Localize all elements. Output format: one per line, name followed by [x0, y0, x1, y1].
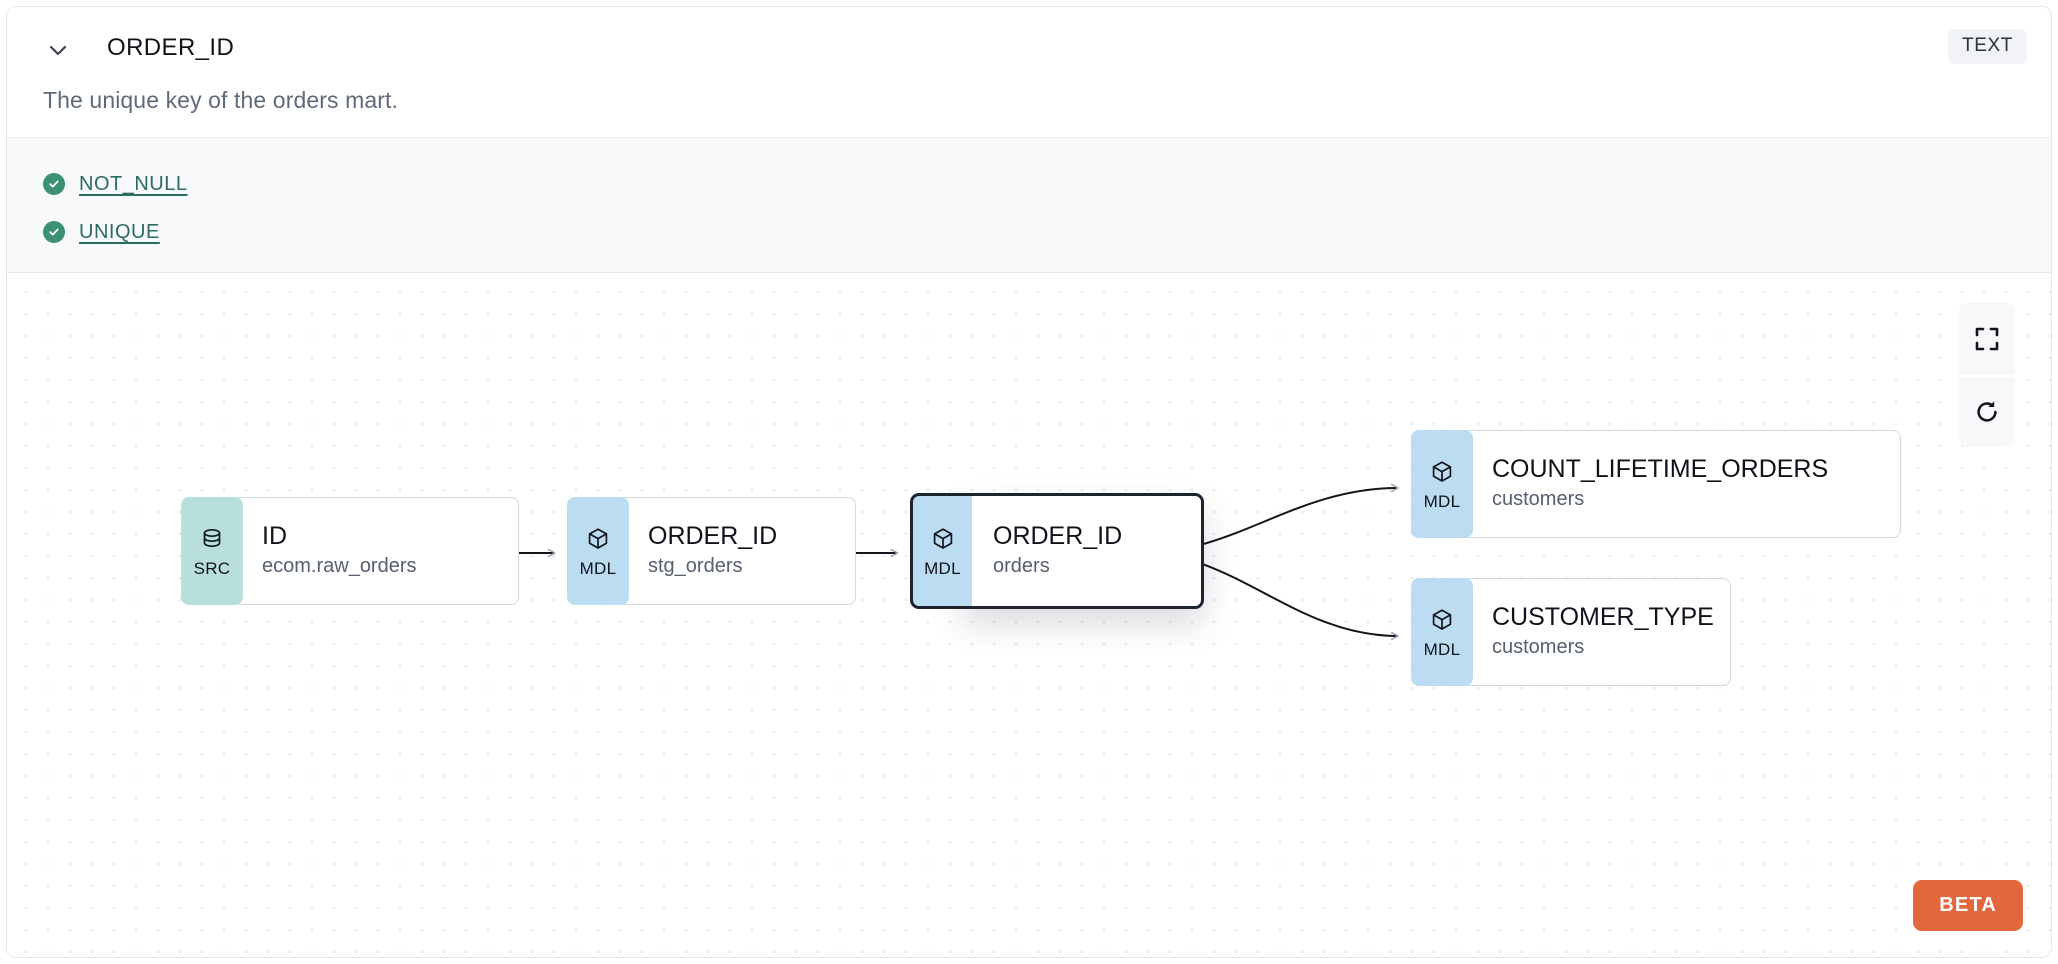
- node-body: ID ecom.raw_orders: [233, 497, 519, 605]
- node-model-name: customers: [1492, 488, 1585, 511]
- node-model-name: orders: [993, 555, 1050, 578]
- node-badge-mdl: MDL: [567, 497, 629, 605]
- node-badge-label: SRC: [193, 559, 231, 578]
- canvas-controls: [1959, 303, 2015, 447]
- node-body: COUNT_LIFETIME_ORDERS customers: [1463, 430, 1901, 538]
- lineage-edges: [458, 483, 1399, 641]
- column-type-badge: TEXT: [1948, 29, 2027, 64]
- cube-icon: [584, 525, 612, 558]
- column-description: The unique key of the orders mart.: [43, 87, 398, 113]
- node-column-name: ID: [262, 521, 287, 550]
- cube-icon: [1428, 458, 1456, 491]
- test-link-unique[interactable]: UNIQUE: [79, 220, 160, 243]
- cube-icon: [1428, 606, 1456, 639]
- lineage-canvas[interactable]: SRC ID ecom.raw_orders MDL ORDE: [7, 273, 2051, 957]
- node-column-name: ORDER_ID: [648, 521, 778, 550]
- node-model-name: customers: [1492, 636, 1585, 659]
- check-circle-icon: [43, 173, 65, 195]
- node-body: CUSTOMER_TYPE customers: [1463, 578, 1731, 686]
- node-model-name: stg_orders: [648, 555, 743, 578]
- refresh-button[interactable]: [1959, 375, 2015, 447]
- node-column-name: CUSTOMER_TYPE: [1492, 602, 1714, 631]
- node-badge-mdl: MDL: [1411, 430, 1473, 538]
- column-detail-card: ORDER_ID TEXT The unique key of the orde…: [6, 6, 2052, 958]
- lineage-node-customer-type[interactable]: MDL CUSTOMER_TYPE customers: [1411, 578, 1731, 686]
- check-circle-icon: [43, 221, 65, 243]
- fullscreen-expand-icon: [1973, 325, 2001, 353]
- chevron-down-icon[interactable]: [43, 35, 73, 65]
- card-header: ORDER_ID TEXT: [7, 7, 2051, 87]
- node-badge-label: MDL: [1423, 492, 1461, 511]
- lineage-node-stg-orders[interactable]: MDL ORDER_ID stg_orders: [567, 497, 856, 605]
- node-body: ORDER_ID orders: [962, 493, 1204, 609]
- node-model-name: ecom.raw_orders: [262, 555, 417, 578]
- database-icon: [198, 525, 226, 558]
- node-badge-label: MDL: [924, 559, 961, 578]
- node-badge-mdl: MDL: [910, 493, 972, 609]
- test-row: UNIQUE: [7, 208, 2051, 256]
- lineage-node-orders-selected[interactable]: MDL ORDER_ID orders: [910, 493, 1204, 609]
- node-badge-label: MDL: [579, 559, 617, 578]
- tests-section: NOT_NULL UNIQUE: [7, 137, 2051, 273]
- node-column-name: COUNT_LIFETIME_ORDERS: [1492, 454, 1829, 483]
- test-row: NOT_NULL: [7, 160, 2051, 208]
- node-badge-label: MDL: [1423, 640, 1461, 659]
- cube-icon: [929, 525, 957, 558]
- node-body: ORDER_ID stg_orders: [619, 497, 856, 605]
- lineage-node-count-lifetime-orders[interactable]: MDL COUNT_LIFETIME_ORDERS customers: [1411, 430, 1901, 538]
- refresh-icon: [1973, 398, 2001, 426]
- test-link-not-null[interactable]: NOT_NULL: [79, 172, 188, 195]
- node-column-name: ORDER_ID: [993, 521, 1123, 550]
- fit-view-button[interactable]: [1959, 303, 2015, 375]
- node-badge-mdl: MDL: [1411, 578, 1473, 686]
- node-badge-src: SRC: [181, 497, 243, 605]
- page-title: ORDER_ID: [107, 34, 235, 61]
- lineage-node-src-id[interactable]: SRC ID ecom.raw_orders: [181, 497, 519, 605]
- beta-badge[interactable]: BETA: [1913, 880, 2023, 931]
